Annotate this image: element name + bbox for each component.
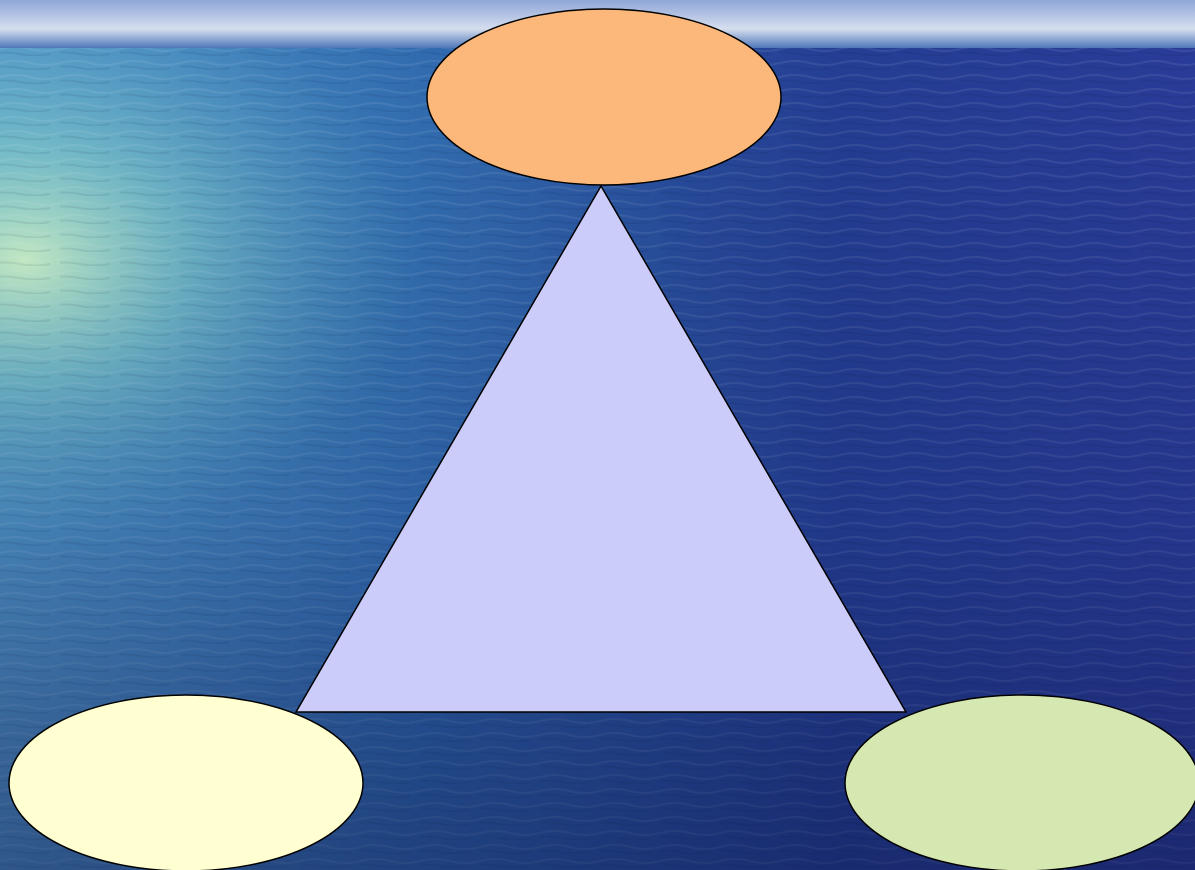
bottom-left-ellipse[interactable] bbox=[9, 695, 363, 870]
bottom-right-ellipse[interactable] bbox=[845, 695, 1195, 870]
top-ellipse[interactable] bbox=[427, 9, 781, 185]
central-triangle[interactable] bbox=[296, 186, 906, 712]
